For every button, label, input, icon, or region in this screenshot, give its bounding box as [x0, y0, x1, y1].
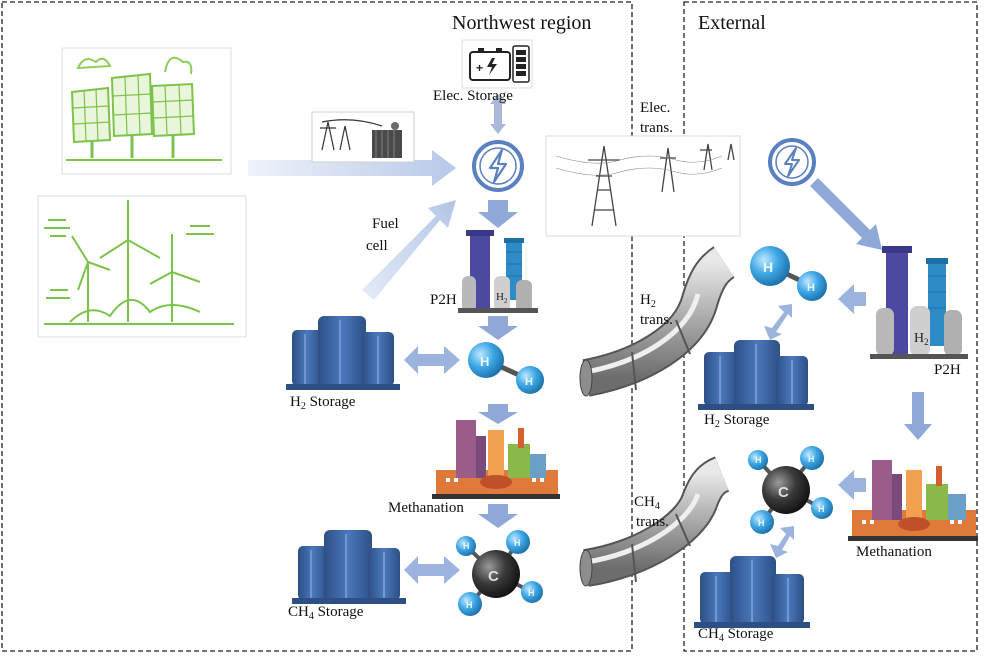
elec-storage-label: Elec. Storage	[433, 88, 513, 104]
hydrogen-molecule-icon: H H	[468, 342, 544, 394]
factory-icon	[432, 420, 560, 499]
p2h-plant-icon	[458, 230, 538, 313]
storage-tank-icon	[286, 316, 400, 390]
svg-text:H: H	[525, 376, 533, 388]
methanation-to-ch4-arrow	[478, 504, 518, 528]
factory-icon	[848, 460, 978, 541]
storage-tank-icon	[292, 530, 406, 604]
methane-molecule-icon: C H H H H	[456, 530, 543, 616]
p2h-to-h2-arrow	[478, 316, 518, 340]
external-region-boundary	[683, 1, 978, 652]
methanation-left-label: Methanation	[388, 500, 464, 516]
svg-text:H: H	[808, 454, 815, 464]
fuel-cell-label-line1: Fuel	[372, 216, 399, 232]
pipeline-icon	[579, 246, 736, 397]
p2h-plant-icon	[870, 246, 968, 359]
storage-tank-icon	[694, 556, 810, 628]
svg-text:H: H	[755, 455, 762, 465]
lightning-bolt-icon	[768, 138, 816, 186]
h2-trans-label-line2: trans.	[640, 312, 673, 328]
h2-storage-arrow	[404, 346, 460, 374]
methanation-right-label: Methanation	[856, 544, 932, 560]
fuel-cell-label-line2: cell	[366, 238, 388, 254]
h2-storage-right-arrow	[764, 304, 792, 340]
storage-hub-arrow	[490, 94, 506, 134]
power-tower-icon	[545, 135, 741, 237]
methanation-to-ch4-right-arrow	[838, 470, 866, 500]
hub-to-p2h-arrow	[478, 200, 518, 228]
elec-trans-label-line2: trans.	[640, 120, 673, 136]
solar-panel-icon	[61, 47, 232, 175]
p2h-left-label: P2H	[430, 292, 457, 308]
p2h-to-methanation-right-arrow	[904, 392, 932, 440]
ch4-storage-right-label: CH4 Storage	[698, 626, 774, 644]
h2-storage-right-label: H2 Storage	[704, 412, 770, 430]
svg-text:H: H	[480, 354, 489, 369]
h2-storage-left-label: H2 Storage	[290, 394, 356, 412]
svg-text:H: H	[818, 504, 825, 514]
svg-text:H: H	[807, 282, 815, 294]
ch4-storage-arrow	[404, 556, 460, 584]
ch4-storage-right-arrow	[770, 526, 794, 558]
pipeline-icon	[579, 456, 730, 587]
h2-to-methanation-arrow	[478, 404, 518, 424]
methane-molecule-icon: C H H H H	[748, 446, 833, 534]
p2h-tank-h2-label: H2	[496, 291, 508, 305]
p2h-to-h2-right-arrow	[838, 284, 866, 314]
wind-turbine-icon	[37, 195, 247, 338]
lightning-bolt-icon	[472, 140, 524, 192]
battery-icon: +	[461, 39, 533, 89]
svg-text:C: C	[778, 484, 789, 501]
svg-text:H: H	[528, 588, 535, 598]
storage-tank-icon	[698, 340, 814, 410]
hub-to-p2h-right-arrow	[810, 178, 882, 250]
svg-text:C: C	[488, 568, 499, 585]
transformer-icon	[311, 111, 415, 163]
svg-text:H: H	[763, 259, 773, 275]
hydrogen-molecule-icon: H H	[750, 246, 827, 301]
renewables-to-hub-arrow	[248, 150, 456, 186]
svg-text:H: H	[463, 541, 470, 551]
svg-text:+: +	[476, 61, 483, 75]
ch4-storage-left-label: CH4 Storage	[288, 604, 364, 622]
h2-trans-label-line1: H2	[640, 292, 656, 310]
svg-text:H: H	[466, 600, 473, 610]
northwest-region-title: Northwest region	[452, 12, 592, 34]
northwest-region-boundary	[1, 1, 633, 652]
external-region-title: External	[698, 12, 766, 34]
ch4-trans-label-line2: trans.	[636, 514, 669, 530]
fuel-cell-arrow	[362, 200, 456, 300]
p2h-right-label: P2H	[934, 362, 961, 378]
svg-text:H: H	[758, 518, 765, 528]
ch4-trans-label-line1: CH4	[634, 494, 660, 512]
svg-text:H: H	[514, 538, 521, 548]
elec-trans-label-line1: Elec.	[640, 100, 671, 116]
